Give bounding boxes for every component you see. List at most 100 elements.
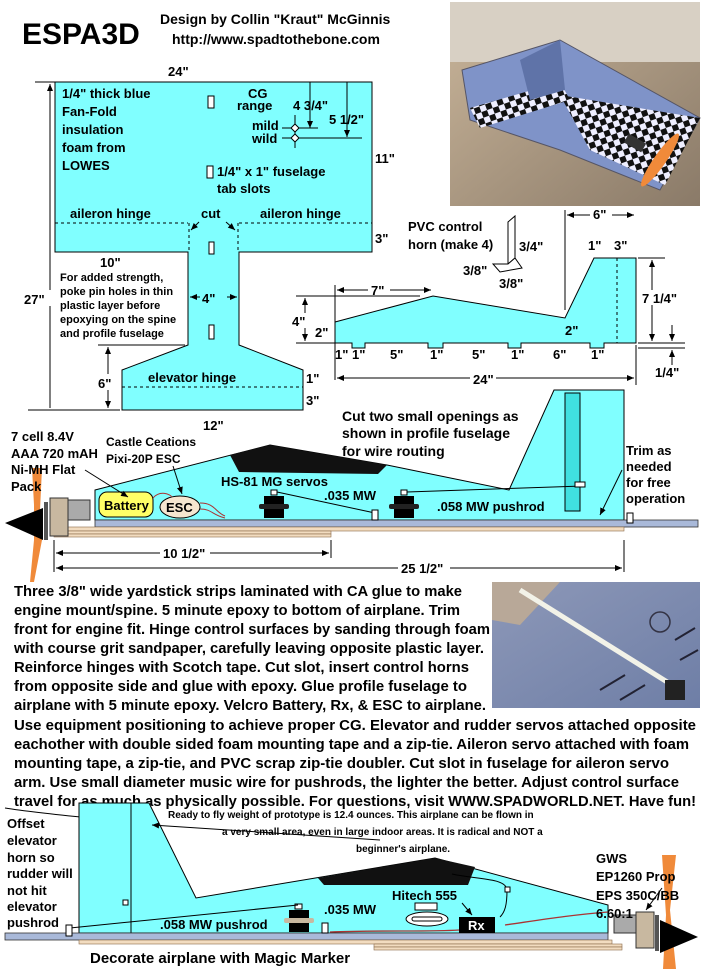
cg-wild-label: wild — [251, 131, 277, 146]
instruction-line: airplane with 5 minute epoxy. Velcro Bat… — [14, 698, 486, 714]
instruction-line: with course grit sandpaper, carefully le… — [13, 641, 484, 657]
tab-depth-dim: 1/4" — [655, 365, 679, 380]
offset-note-4: rudder will — [7, 866, 73, 881]
servo — [259, 489, 289, 518]
pvc-horn-label-1: PVC control — [408, 219, 482, 234]
openings-note-1: Cut two small openings as — [342, 408, 519, 424]
material-note-4: foam from — [62, 140, 126, 155]
website-url: http://www.spadtothebone.com — [172, 31, 380, 47]
tab-slot — [208, 324, 215, 340]
motor-mount — [49, 497, 69, 537]
battery-note-1: 7 cell 8.4V — [11, 429, 74, 444]
spine — [4, 932, 609, 941]
bottom-dim-2: 1" — [352, 347, 365, 362]
rudder-top-dim: 6" — [593, 207, 606, 222]
peak-height-dim: 4" — [292, 314, 305, 329]
instruction-line: arm. Use small diameter music wire for p… — [14, 775, 679, 791]
overall-length-side-dim: 25 1/2" — [401, 561, 443, 576]
weight-note-2: a very small area, even in large indoor … — [222, 827, 543, 838]
strength-note-5: and profile fuselage — [60, 328, 164, 340]
offset-note-2: elevator — [7, 833, 57, 848]
aileron-hinge-left-label: aileron hinge — [70, 206, 151, 221]
pvc-horn-label-2: horn (make 4) — [408, 237, 493, 252]
trim-note-1: Trim as — [626, 443, 672, 458]
instruction-line: Use equipment positioning to achieve pro… — [14, 718, 696, 734]
bottom-dim-8: 1" — [591, 347, 604, 362]
cg-label: CG — [248, 86, 268, 101]
weight-note-3: beginner's airplane. — [356, 844, 450, 855]
motor-note-2: EP1260 Prop — [596, 869, 676, 884]
rudder-servo-strip — [564, 392, 581, 512]
esc — [159, 495, 201, 519]
trim-note-2: needed — [626, 459, 672, 474]
material-note-2: Fan-Fold — [62, 104, 117, 119]
cg-wild-marker — [290, 133, 300, 143]
openings-note-3: for wire routing — [342, 443, 445, 459]
instruction-line: travel for as much as physically possibl… — [14, 794, 696, 810]
instruction-line: engine mount/spine. 5 minute epoxy to bo… — [14, 603, 460, 619]
tail-span-dim: 12" — [203, 418, 224, 433]
battery-note-4: Pack — [11, 479, 42, 494]
title: ESPA3D — [22, 18, 140, 51]
canopy — [318, 858, 475, 885]
instruction-line: from opposite side and glue with epoxy. … — [14, 679, 467, 695]
trim-note-4: operation — [626, 491, 685, 506]
profile-length-dim: 24" — [473, 372, 494, 387]
offset-note-3: horn so — [7, 850, 55, 865]
nose-to-peak-dim: 7" — [371, 283, 384, 298]
pvc-horn-detail: PVC control horn (make 4) 3/4" 3/8" 3/8" — [408, 214, 543, 291]
motor-note-1: GWS — [596, 851, 627, 866]
cg-mild-label: mild — [252, 118, 279, 133]
pvc-horn-shape — [507, 214, 516, 266]
wire-035-label: .035 MW — [324, 488, 377, 503]
offset-note-1: Offset — [7, 816, 45, 831]
cg-mild-marker — [290, 123, 300, 133]
header: ESPA3D Design by Collin "Kraut" McGinnis… — [22, 11, 391, 51]
bottom-dim-5: 5" — [472, 347, 485, 362]
nose-height-dim: 2" — [315, 325, 328, 340]
rx-label: Rx — [468, 918, 485, 933]
elevator-dim: 3" — [306, 393, 319, 408]
profile-fuselage-outline — [334, 257, 637, 349]
tail-dim: 6" — [98, 376, 111, 391]
strength-note-1: For added strength, — [60, 272, 163, 284]
bottom-dim-4: 1" — [430, 347, 443, 362]
material-note-5: LOWES — [62, 158, 110, 173]
cut-label: cut — [201, 206, 221, 221]
wing-half-dim: 10" — [100, 255, 121, 270]
bottom-dim-3: 5" — [390, 347, 403, 362]
servo-label: Hitech 555 — [392, 888, 457, 903]
servo — [389, 489, 419, 518]
instructions: Three 3/8" wide yardstick strips laminat… — [13, 584, 696, 810]
side-view-opposite: Rx Ready to fly weight of prototype is 1… — [4, 802, 698, 969]
pvc-horn-width-dim: 3/8" — [499, 276, 523, 291]
bottom-dim-1: 1" — [335, 347, 348, 362]
strength-note-4: epoxying on the spine — [60, 314, 176, 326]
slot-note-2: tab slots — [217, 181, 270, 196]
wing-plan-view: 24" 1/4" thick blue Fan-Fold insulation … — [22, 64, 395, 433]
mount-length-dim: 10 1/2" — [163, 546, 205, 561]
wire-035-label: .035 MW — [324, 902, 377, 917]
spine — [94, 519, 699, 528]
trim-note-3: for free — [626, 475, 671, 490]
tail-taper-dim: 1" — [306, 371, 319, 386]
material-note-3: insulation — [62, 122, 123, 137]
battery-note-3: Ni-MH Flat — [11, 462, 76, 477]
bottom-dim-6: 1" — [511, 347, 524, 362]
cg-range-label: range — [237, 98, 272, 113]
motor-note-4: 6.60:1 — [596, 906, 633, 921]
canopy — [230, 445, 387, 474]
boom-width-dim: 4" — [202, 291, 215, 306]
offset-note-6: elevator — [7, 899, 57, 914]
bottom-dim-7: 6" — [553, 347, 566, 362]
motor-mount — [635, 911, 655, 949]
instruction-line: front for engine fit. Hinge control surf… — [14, 622, 490, 638]
esc-note-2: Pixi-20P ESC — [106, 452, 181, 466]
offset-note-7: pushrod — [7, 915, 59, 930]
material-note-1: 1/4" thick blue — [62, 86, 151, 101]
aileron-hinge-right-label: aileron hinge — [260, 206, 341, 221]
esc-note-1: Castle Ceations — [106, 435, 196, 449]
motor-note-3: EPS 350C/BB — [596, 888, 679, 903]
rudder-height-dim: 7 1/4" — [642, 291, 677, 306]
